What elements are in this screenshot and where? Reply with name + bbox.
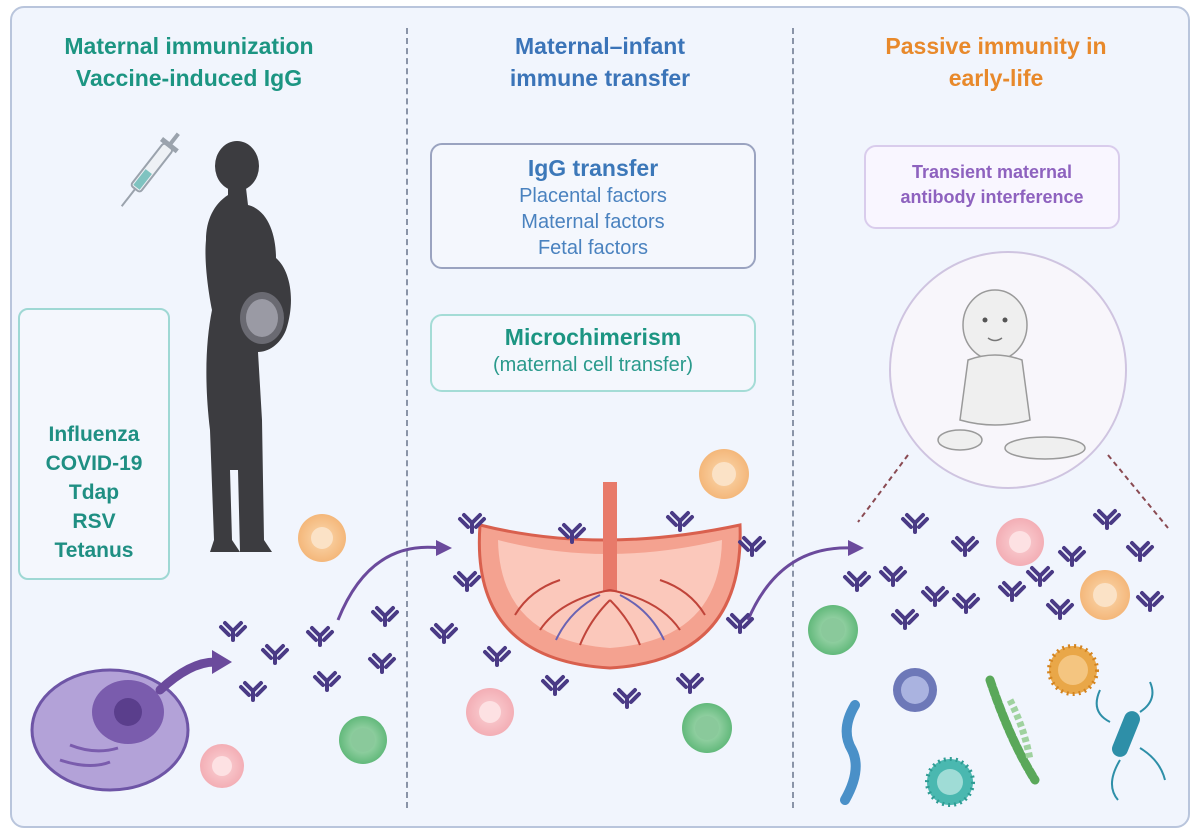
panel-title-maternal-immunization: Maternal immunization Vaccine-induced Ig…	[24, 30, 354, 94]
microchimerism-heading: Microchimerism	[504, 324, 682, 350]
infant-icon	[857, 251, 1169, 529]
vaccine-item: Tetanus	[54, 539, 134, 562]
virus-icon	[925, 757, 975, 807]
virus-icon	[893, 668, 937, 712]
antibody-icon	[1026, 566, 1054, 587]
antibody-icon	[313, 671, 341, 692]
antibody-interference-box: Transient maternal antibody interference	[864, 145, 1120, 229]
bacteria-icon	[840, 700, 861, 805]
bacteria-icon	[985, 675, 1040, 785]
antibody-icon	[306, 626, 334, 647]
igg-factor-item: Fetal factors	[537, 237, 649, 259]
antibody-icon	[613, 688, 641, 709]
antibody-icon	[1126, 541, 1154, 562]
title-line: Maternal immunization	[64, 33, 314, 59]
antibody-icon	[368, 653, 396, 674]
antibody-icon	[1046, 599, 1074, 620]
antibody-icon	[952, 593, 980, 614]
interference-line: antibody interference	[900, 187, 1084, 207]
vaccine-item: RSV	[72, 510, 116, 533]
antibody-icon	[239, 681, 267, 702]
title-line: Vaccine-induced IgG	[75, 65, 303, 91]
vaccine-item: Influenza	[48, 423, 140, 446]
antibody-icon	[879, 566, 907, 587]
antibody-icon	[951, 536, 979, 557]
antibody-icon	[891, 609, 919, 630]
panel-divider-right	[792, 28, 794, 808]
antibody-icon	[483, 646, 511, 667]
antibody-icon	[1136, 591, 1164, 612]
antibody-icon	[998, 581, 1026, 602]
immune-cell-icon	[1080, 570, 1130, 620]
antibody-icon	[1058, 546, 1086, 567]
panel-divider-left	[406, 28, 408, 808]
antibody-icon	[676, 673, 704, 694]
immune-cell-icon	[298, 514, 346, 562]
antibody-icon	[261, 644, 289, 665]
microchimerism-subtitle: (maternal cell transfer)	[492, 354, 694, 376]
vaccine-list-box: Influenza COVID-19 Tdap RSV Tetanus	[18, 308, 170, 580]
plasma-cell-icon	[30, 668, 190, 792]
antibody-icon	[219, 621, 247, 642]
immune-cell-icon	[996, 518, 1044, 566]
igg-transfer-heading: IgG transfer	[527, 155, 659, 181]
title-line: immune transfer	[509, 65, 691, 91]
igg-factor-item: Placental factors	[519, 185, 667, 207]
title-line: Maternal–infant	[515, 33, 685, 59]
igg-factor-item: Maternal factors	[521, 211, 665, 233]
antibody-icon	[371, 606, 399, 627]
title-line: Passive immunity in	[885, 33, 1107, 59]
antibody-icon	[921, 586, 949, 607]
immune-cell-icon	[200, 744, 244, 788]
panel-title-immune-transfer: Maternal–infant immune transfer	[440, 30, 760, 94]
antibody-icon	[901, 513, 929, 534]
vaccine-list: Influenza COVID-19 Tdap RSV Tetanus	[20, 420, 168, 565]
igg-transfer-box: IgG transfer Placental factors Maternal …	[430, 143, 756, 269]
antibody-icon	[738, 536, 766, 557]
vaccine-item: Tdap	[68, 481, 120, 504]
antibody-icon	[453, 571, 481, 592]
microchimerism-box: Microchimerism (maternal cell transfer)	[430, 314, 756, 392]
antibody-icon	[666, 511, 694, 532]
syringe-icon	[120, 132, 180, 207]
panel-title-passive-immunity: Passive immunity in early-life	[836, 30, 1156, 94]
virus-icon	[1047, 644, 1099, 696]
interference-line: Transient maternal	[911, 162, 1073, 182]
pregnant-woman-icon	[205, 141, 291, 552]
antibody-icon	[430, 623, 458, 644]
placenta-icon	[477, 482, 742, 670]
immune-cell-icon	[682, 703, 732, 753]
immune-cell-icon	[339, 716, 387, 764]
immune-cell-icon	[808, 605, 858, 655]
antibody-icon	[843, 571, 871, 592]
vaccine-item: COVID-19	[45, 452, 143, 475]
antibody-icon	[1093, 509, 1121, 530]
antibody-icon	[541, 675, 569, 696]
immune-cell-icon	[699, 449, 749, 499]
immune-cell-icon	[466, 688, 514, 736]
title-line: early-life	[948, 65, 1044, 91]
bacteria-icon	[1095, 681, 1166, 801]
